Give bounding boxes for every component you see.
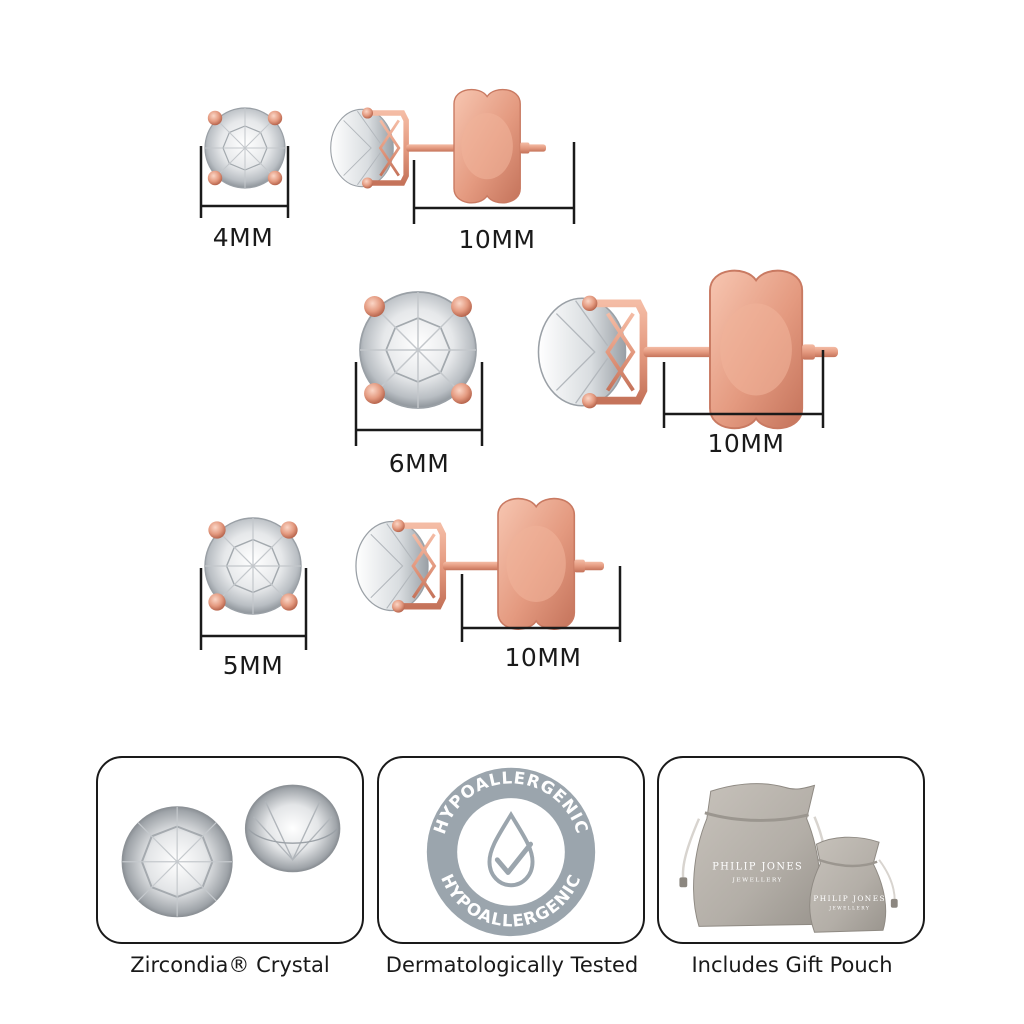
feature-label-dermatologically-tested: Dermatologically Tested <box>385 953 639 977</box>
stud-side-view-4mm <box>331 90 546 203</box>
post-length-label: 10MM <box>708 429 785 458</box>
crystal-icon <box>121 784 341 918</box>
post-length-label: 10MM <box>505 643 582 672</box>
size-row-4mm: 4MM 10MM <box>199 90 576 254</box>
stud-side-view-5mm <box>356 499 604 630</box>
stud-side-view-6mm <box>538 271 838 429</box>
size-row-6mm: 6MM 10MM <box>356 271 838 478</box>
dimension-line-post-6mm <box>662 350 825 428</box>
dimension-line-stud-6mm <box>354 362 484 446</box>
pouch-sub-large: JEWELLERY <box>732 877 783 883</box>
dimension-line-post-4mm <box>412 142 576 224</box>
feature-card-gift-pouch: PHILIP JONES JEWELLERY PHILIP JONES JEWE… <box>657 756 925 944</box>
feature-label-crystal: Zircondia® Crystal <box>130 953 330 977</box>
feature-card-hypoallergenic: HYPOALLERGENIC HYPOALLERGENIC <box>377 756 645 944</box>
pouch-brand-small: PHILIP JONES <box>813 894 886 903</box>
pouch-brand-large: PHILIP JONES <box>712 862 803 873</box>
stud-size-label: 4MM <box>213 223 274 252</box>
stud-front-view-6mm <box>360 292 476 408</box>
dimension-line-stud-4mm <box>199 146 290 218</box>
feature-card-crystal <box>96 756 364 944</box>
stud-size-label: 5MM <box>223 651 284 680</box>
dimension-line-stud-5mm <box>199 568 308 650</box>
water-drop-icon <box>487 810 535 888</box>
post-length-label: 10MM <box>459 225 536 254</box>
size-row-5mm: 5MM 10MM <box>199 499 622 680</box>
stud-size-label: 6MM <box>389 449 450 478</box>
hypoallergenic-badge-icon: HYPOALLERGENIC HYPOALLERGENIC <box>426 767 596 937</box>
stud-front-view-5mm <box>205 518 301 614</box>
stud-front-view-4mm <box>205 108 285 188</box>
checkmark-icon <box>494 841 534 875</box>
dimension-line-post-5mm <box>460 566 622 642</box>
gift-pouch-icon: PHILIP JONES JEWELLERY PHILIP JONES JEWE… <box>679 783 898 933</box>
pouch-sub-small: JEWELLERY <box>828 907 870 912</box>
feature-label-gift-pouch: Includes Gift Pouch <box>691 953 893 977</box>
